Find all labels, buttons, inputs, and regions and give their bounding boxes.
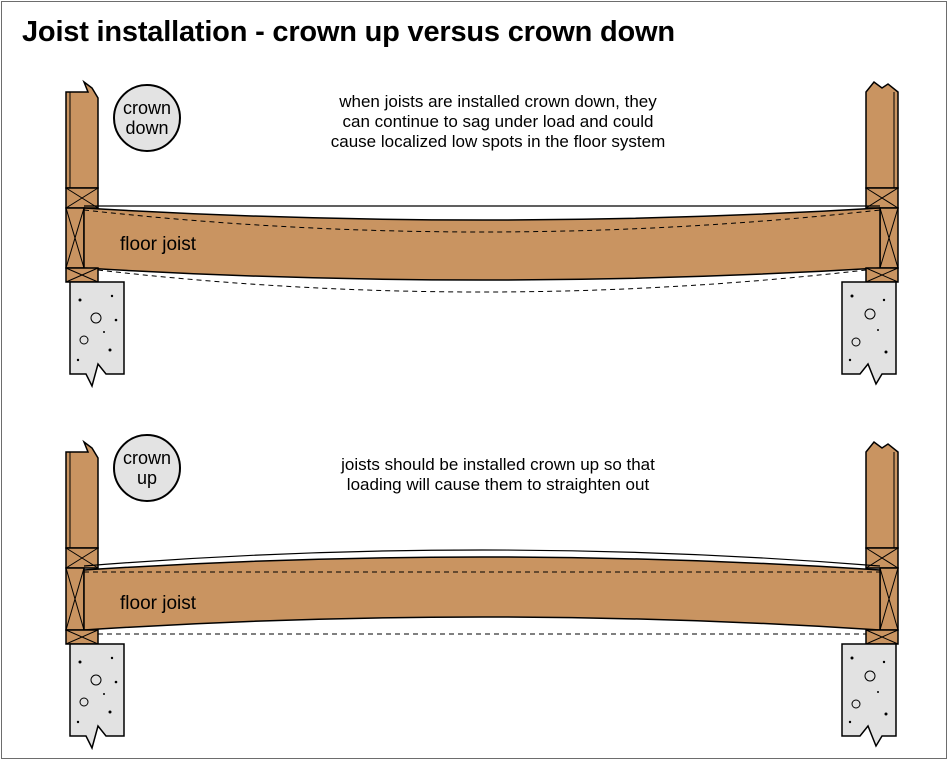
left-end-block xyxy=(65,207,85,269)
subfloor-line xyxy=(83,549,881,567)
right-wall-post xyxy=(865,80,899,189)
left-plate xyxy=(65,187,99,209)
right-foundation xyxy=(841,281,897,386)
left-sill xyxy=(65,629,99,645)
floor-joist-label: floor joist xyxy=(120,593,197,614)
panel-crown-down xyxy=(65,79,899,389)
left-foundation xyxy=(69,281,125,389)
crown-up-caption: joists should be installed crown up so t… xyxy=(341,455,655,494)
left-sill xyxy=(65,267,99,283)
left-plate xyxy=(65,547,99,569)
left-wall-post xyxy=(65,439,99,549)
right-wall-post xyxy=(865,440,899,549)
left-wall-post xyxy=(65,79,99,189)
sag-dashed-bottom xyxy=(97,269,867,293)
sag-dashed-top xyxy=(83,209,881,233)
right-end-block xyxy=(879,207,899,269)
diagram-frame xyxy=(1,1,947,759)
left-foundation xyxy=(69,643,125,751)
crown-up-badge: crown up xyxy=(113,434,181,502)
page-title: Joist installation - crown up versus cro… xyxy=(22,16,675,48)
floor-joist-label: floor joist xyxy=(120,234,197,255)
floor-joist-sagging xyxy=(83,207,881,281)
right-sill xyxy=(865,629,899,645)
left-end-block xyxy=(65,567,85,631)
panel-crown-up xyxy=(65,439,899,751)
right-end-block xyxy=(879,567,899,631)
right-plate xyxy=(865,187,899,209)
right-sill xyxy=(865,267,899,283)
crown-down-badge: crown down xyxy=(113,84,181,152)
right-foundation xyxy=(841,643,897,748)
crown-down-caption: when joists are installed crown down, th… xyxy=(330,92,666,151)
floor-joist-crowned xyxy=(83,556,881,631)
